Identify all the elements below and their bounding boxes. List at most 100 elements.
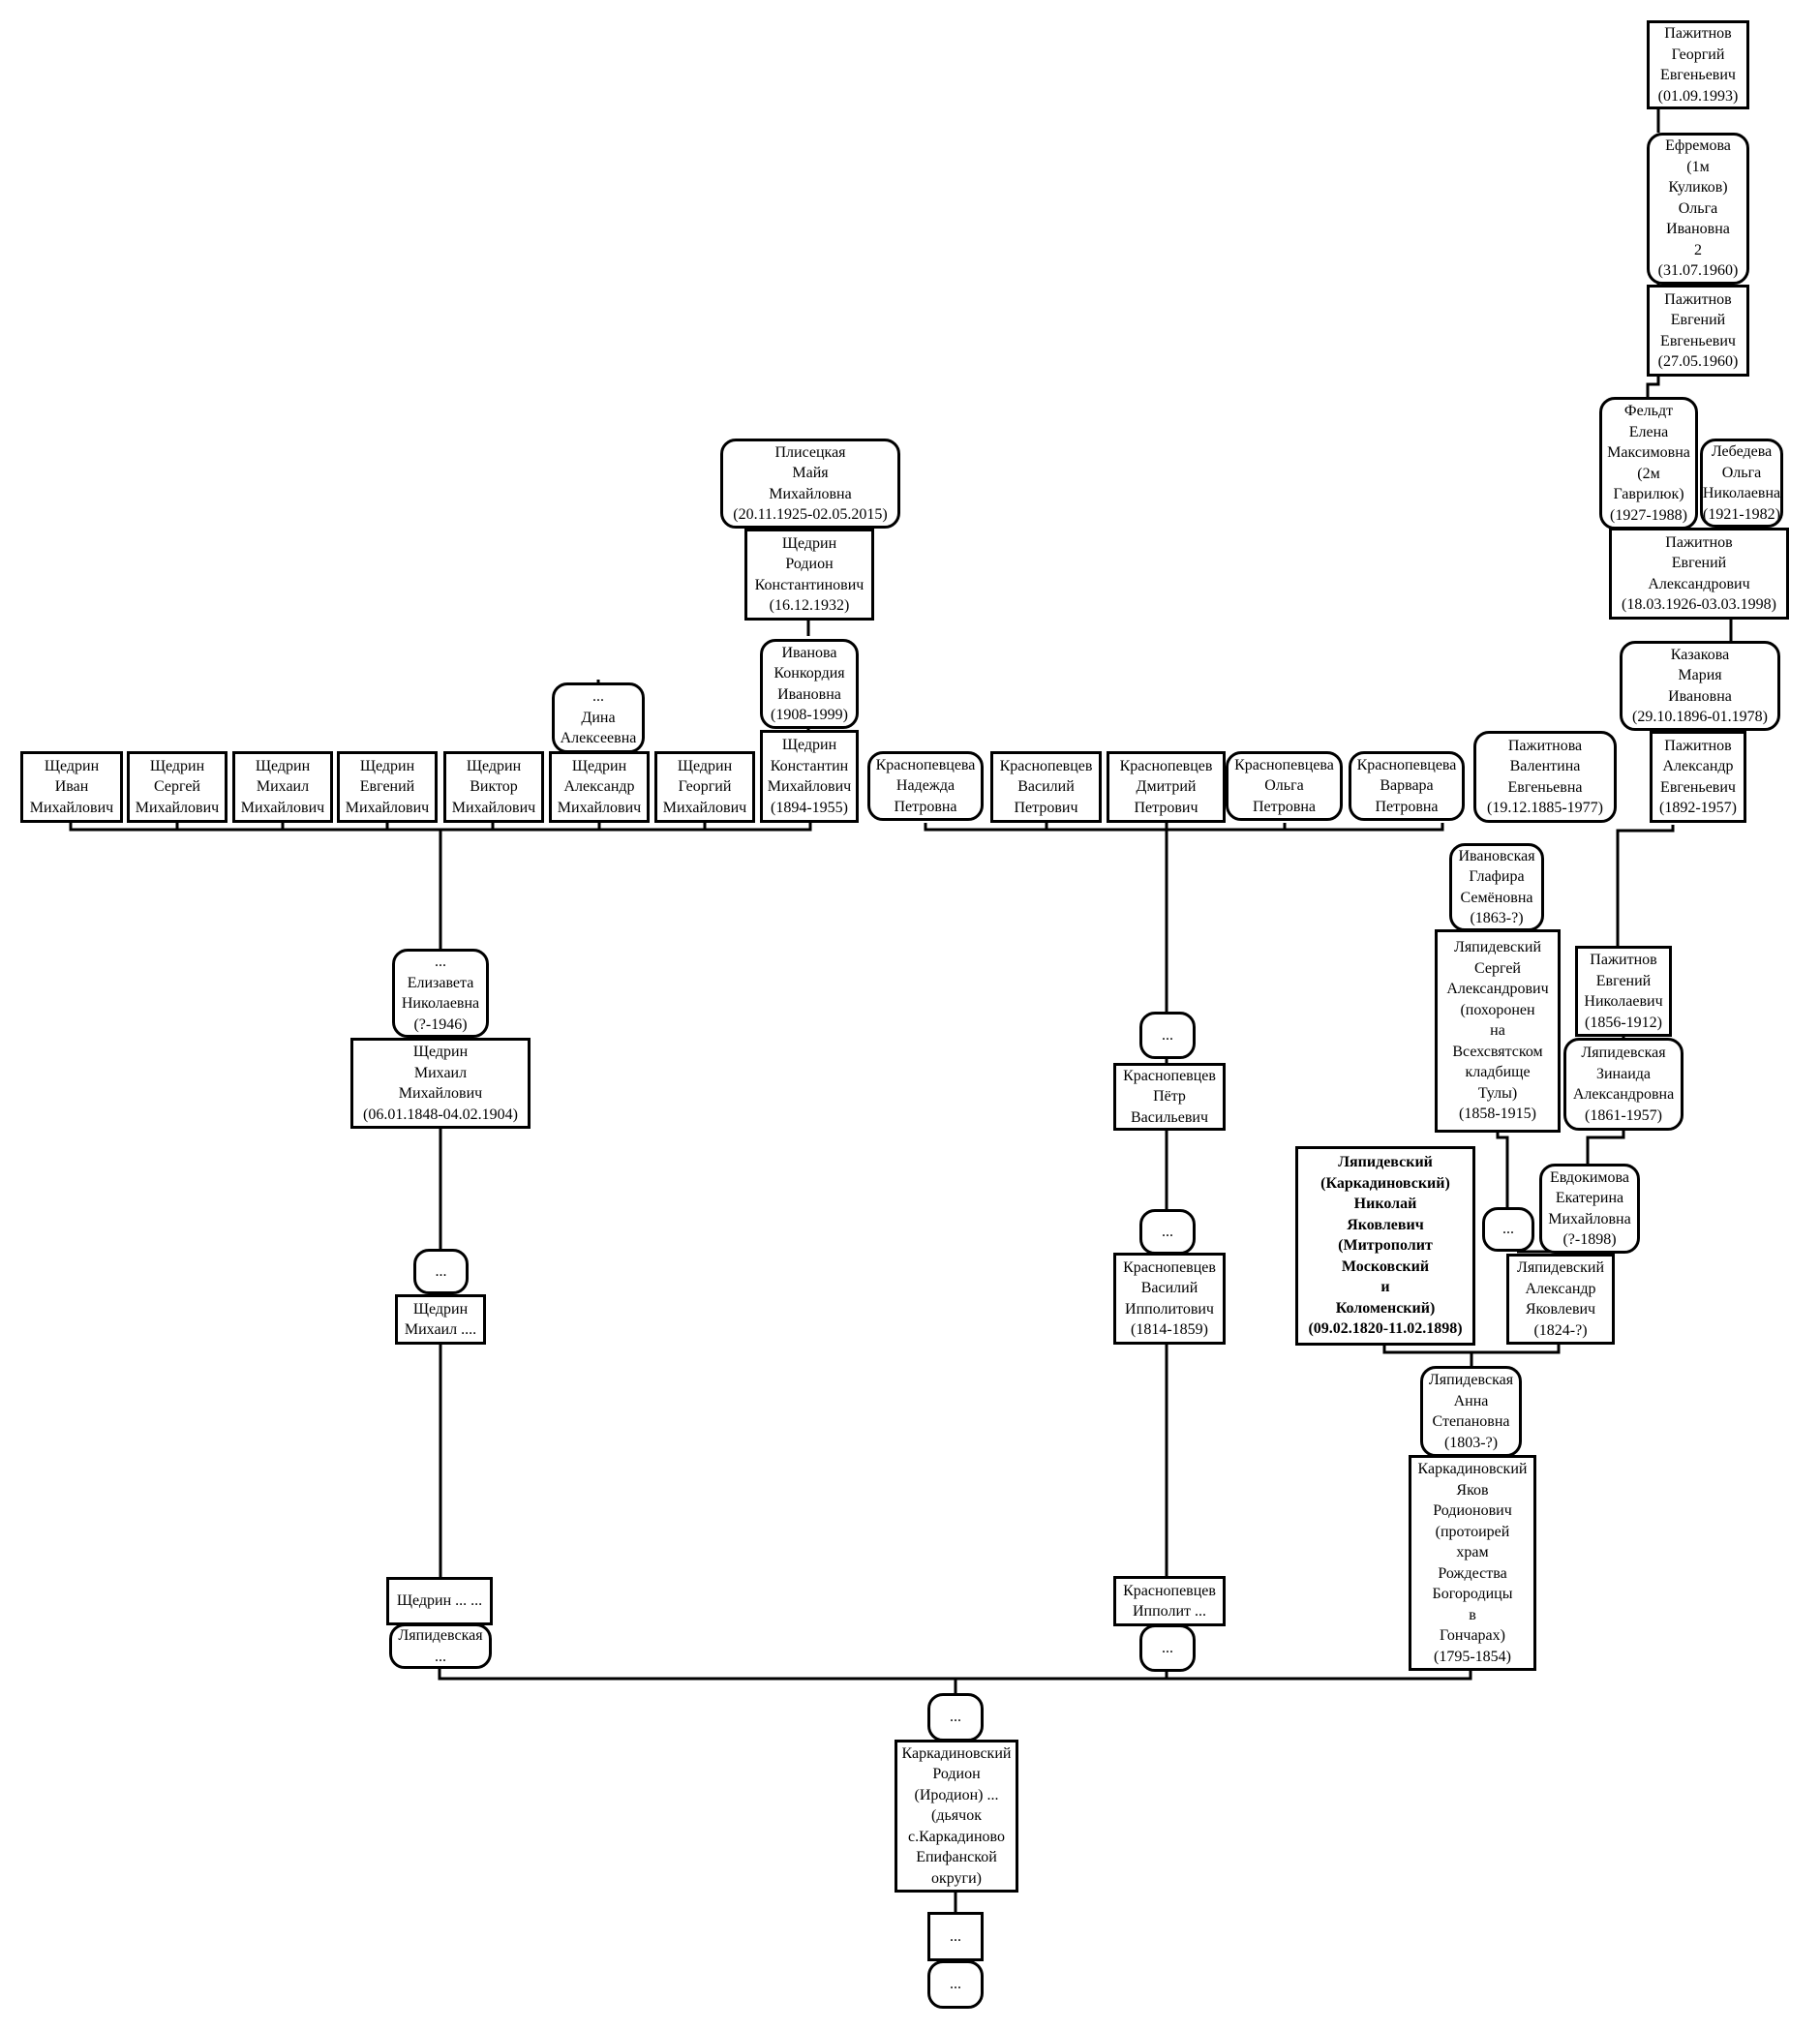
person-card-line: Конкордия	[774, 665, 845, 682]
person-card-line: Щедрин	[255, 757, 311, 774]
person-card-line: Михайлович	[767, 778, 852, 795]
person-card-line: 2	[1694, 241, 1702, 258]
person-card-line: Ольга	[1678, 199, 1718, 217]
person-card-line: Михайловна	[769, 485, 852, 502]
person-card-line: Елизавета	[407, 974, 474, 991]
person-card-line: на	[1490, 1022, 1505, 1040]
person-card-line: Михаил ....	[404, 1321, 477, 1338]
person-card-line: Дина	[581, 709, 616, 726]
person-card-line: (06.01.1848-04.02.1904)	[363, 1106, 518, 1123]
person-card-line: (1921-1982)	[1703, 505, 1780, 523]
person-card: ...	[1482, 1207, 1534, 1252]
person-card-line: Яковлевич	[1347, 1216, 1424, 1233]
person-card-line: и	[1380, 1279, 1390, 1296]
person-card-line: Екатерина	[1555, 1190, 1624, 1206]
person-card-line: Николаевич	[1584, 993, 1663, 1010]
person-card-line: Щедрин	[781, 737, 837, 753]
person-card-line: ...	[435, 954, 446, 970]
person-card-line: Московский	[1341, 1257, 1430, 1275]
person-card-line: Михайлович	[451, 799, 536, 816]
person-card-line: Краснопевцев	[1123, 1582, 1216, 1599]
person-card-line: Евгеньевич	[1660, 67, 1736, 83]
person-card-line: Петрович	[1014, 799, 1078, 816]
person-card-line: Сергей	[154, 778, 200, 796]
person-card-line: (1795-1854)	[1434, 1648, 1511, 1665]
person-card-line: Михайлович	[135, 799, 220, 816]
person-card-line: Пажитнова	[1507, 737, 1583, 754]
person-card-line: (1908-1999)	[771, 707, 848, 723]
person-card-line: Щедрин	[359, 757, 415, 774]
person-card-line: Александр	[1662, 758, 1734, 774]
person-card-line: Евгеньевич	[1660, 778, 1736, 796]
person-card-line: Евгеньевна	[1507, 778, 1583, 796]
person-card-line: Петровна	[1375, 798, 1439, 815]
person-card: ...	[413, 1249, 469, 1294]
person-card-line: Сергей	[1474, 959, 1521, 977]
person-card-line: (29.10.1896-01.1978)	[1632, 709, 1768, 725]
person-card-line: Ляпидевский	[1338, 1154, 1433, 1171]
person-card-line: Михаил	[256, 778, 310, 796]
person-card-line: (1894-1955)	[771, 799, 848, 816]
person-card-line: Ивановна	[777, 685, 841, 703]
person-card-line: Дмитрий	[1136, 778, 1197, 796]
person-card-line: Елена	[1628, 423, 1669, 440]
person-card-line: Ипполитович	[1125, 1300, 1214, 1318]
person-card-line: Евдокимова	[1550, 1168, 1629, 1186]
person-card-line: (1856-1912)	[1585, 1014, 1662, 1031]
person-card-line: Валентина	[1509, 758, 1581, 774]
person-card-line: Щедрин	[677, 757, 733, 774]
person-card-line: ...	[435, 1648, 446, 1665]
person-card-line: (1824-?)	[1533, 1321, 1588, 1339]
person-card-line: Евгений	[1671, 555, 1727, 571]
person-card-line: Куликов)	[1668, 179, 1728, 197]
person-card-line: Тулы)	[1477, 1084, 1518, 1102]
person-card-line: Ефремова	[1665, 137, 1731, 155]
person-card-line: Краснопевцева	[1356, 756, 1457, 773]
person-card-line: Михайлович	[557, 799, 642, 816]
person-card-line: Васильевич	[1131, 1108, 1208, 1126]
person-card-line: Надежда	[895, 777, 956, 795]
person-card-line: Георгий	[1671, 45, 1725, 63]
person-card: Ляпидевская...	[389, 1623, 492, 1669]
person-card-line: (Каркадиновский)	[1320, 1174, 1450, 1192]
person-card-line: Щедрин ... ...	[396, 1592, 483, 1610]
person-card-line: Петровна	[894, 798, 957, 815]
person-card-line: Пажитнов	[1590, 952, 1657, 968]
person-card-line: Щедрин	[412, 1044, 469, 1060]
person-card-line: (Иродион) ...	[914, 1786, 999, 1803]
person-card-line: Родион	[932, 1766, 981, 1783]
person-card-line: Евгеньевич	[1660, 332, 1736, 349]
person-card-line: Щедрин	[44, 757, 100, 774]
person-card-line: Ляпидевский	[1453, 939, 1542, 956]
person-card-line: (1863-?)	[1470, 910, 1524, 926]
person-card-line: Иванова	[781, 644, 837, 661]
person-card-line: (?-1946)	[413, 1015, 468, 1033]
person-card-line: Ивановская	[1458, 847, 1535, 864]
person-card-line: Пажитнов	[1664, 737, 1732, 754]
person-card-line: Варвара	[1380, 777, 1434, 795]
person-card-line: (похоронен	[1460, 1001, 1535, 1018]
person-card-line: Ольга	[1721, 464, 1762, 481]
person-card-line: Николаевна	[1702, 485, 1781, 501]
person-card-line: Щедрин	[149, 757, 205, 774]
